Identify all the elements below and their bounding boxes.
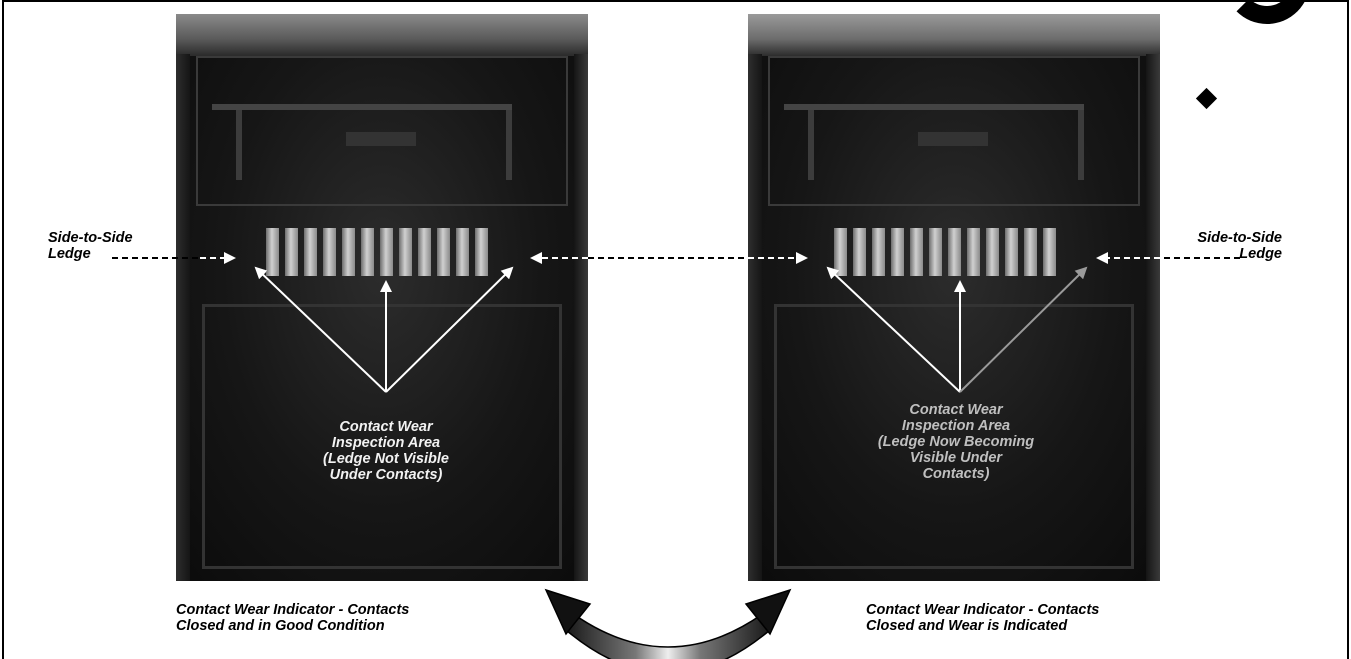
contact-fingers (266, 228, 488, 276)
caption-right: Contact Wear Indicator - Contacts Closed… (866, 602, 1099, 634)
side-ledge-label-left: Side-to-Side Ledge (48, 230, 133, 262)
right-breaker-photo (748, 14, 1160, 581)
caption-left: Contact Wear Indicator - Contacts Closed… (176, 602, 409, 634)
inspection-area-label-right: Contact Wear Inspection Area (Ledge Now … (876, 402, 1036, 482)
contact-fingers (834, 228, 1056, 276)
side-ledge-label-right: Side-to-Side Ledge (1172, 230, 1282, 262)
left-breaker-photo (176, 14, 588, 581)
inspection-area-label-left: Contact Wear Inspection Area (Ledge Not … (306, 419, 466, 483)
